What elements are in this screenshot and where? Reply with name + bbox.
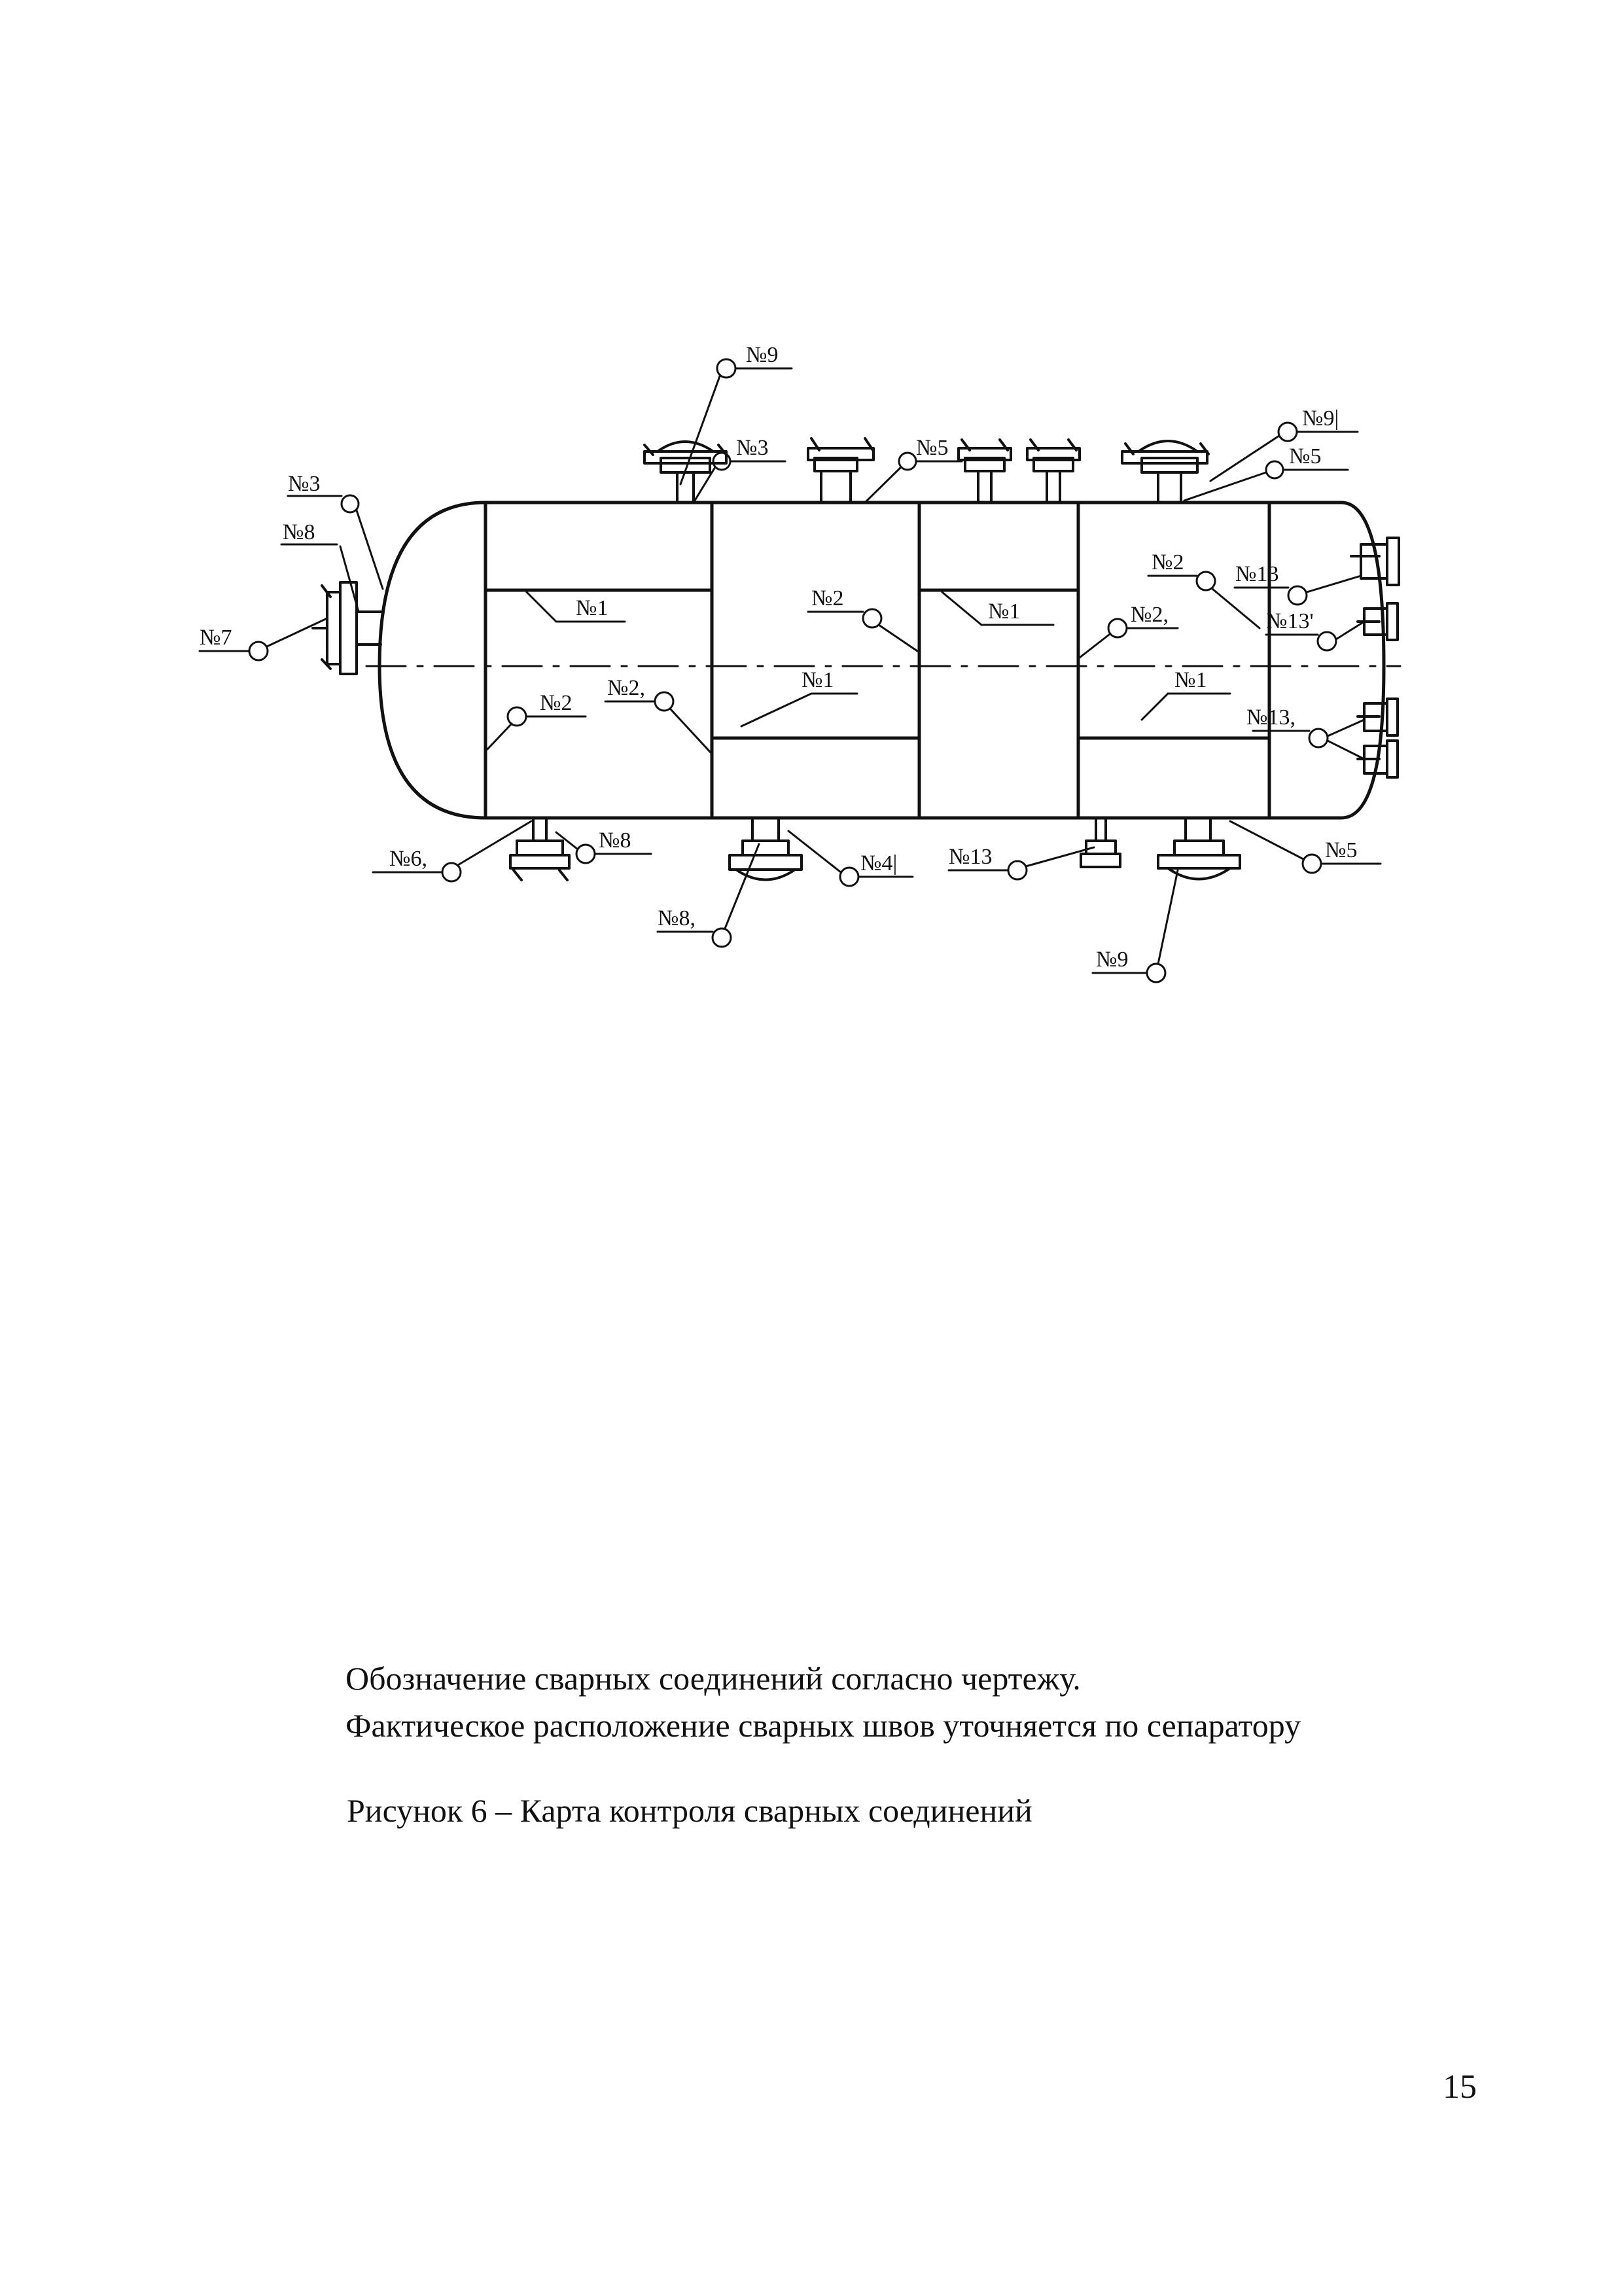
label-s3-no1: №1 [988, 599, 1020, 624]
label-s1-no2: №2 [540, 691, 572, 715]
vessel-shell [365, 501, 1402, 820]
label-top-no9: №9 [746, 343, 778, 367]
label-right-no13-b: №13' [1266, 609, 1314, 633]
label-left-no3: №3 [288, 472, 320, 496]
label-bottom-no4: №4| [860, 851, 897, 875]
label-top-no5: №5 [916, 436, 948, 460]
label-left-no8: №8 [283, 520, 315, 544]
label-right-no13-a: №13 [1235, 562, 1278, 586]
label-top-no3: №3 [736, 436, 768, 460]
label-bottom-no13: №13 [949, 845, 992, 869]
nozzle-top-2 [807, 437, 875, 504]
label-s4-no2: №2, [1131, 603, 1169, 627]
note-line-1: Обозначение сварных соединений согласно … [345, 1660, 1081, 1697]
label-bottom-no6: №6, [389, 847, 427, 871]
nozzle-bottom-3 [1080, 817, 1121, 868]
nozzle-bottom-2 [728, 817, 803, 881]
label-left-no7: №7 [200, 626, 232, 650]
label-s2-no1: №1 [802, 668, 834, 692]
label-s1-no1: №1 [576, 596, 608, 620]
nozzle-bottom-4 [1157, 817, 1241, 881]
callout-leaders [198, 358, 1382, 983]
label-bottom-no8b: №8, [658, 906, 696, 930]
nozzle-top-5 [1121, 440, 1210, 504]
label-bottom-no9: №9 [1096, 947, 1128, 972]
callout-labels: №9 №3 №5 №9| №5 №3 №8 №7 №1 №2 №2, №2 №1… [200, 343, 1357, 972]
page-number: 15 [1443, 2068, 1477, 2106]
figure-caption: Рисунок 6 – Карта контроля сварных соеди… [347, 1792, 1032, 1829]
nozzles [311, 437, 1400, 881]
nozzle-top-4 [1026, 438, 1081, 504]
label-right-no13-c: №13, [1246, 705, 1296, 730]
label-top-right-no9: №9| [1302, 406, 1339, 431]
label-s4-no2-upper: №2 [1152, 550, 1184, 574]
nozzle-top-3 [957, 438, 1012, 504]
note-line-2: Фактическое расположение сварных швов ут… [345, 1707, 1301, 1744]
label-bottom-no8: №8 [599, 828, 631, 853]
label-s4-no1: №1 [1174, 668, 1207, 692]
label-s2-no2: №2 [811, 586, 843, 610]
label-bottom-no5: №5 [1325, 838, 1357, 862]
nozzle-right-lower [1356, 698, 1399, 779]
label-s1-no2b: №2, [607, 676, 645, 700]
nozzle-bottom-1 [509, 817, 571, 881]
nozzle-left [311, 581, 382, 675]
label-top-right-no5: №5 [1289, 444, 1321, 468]
